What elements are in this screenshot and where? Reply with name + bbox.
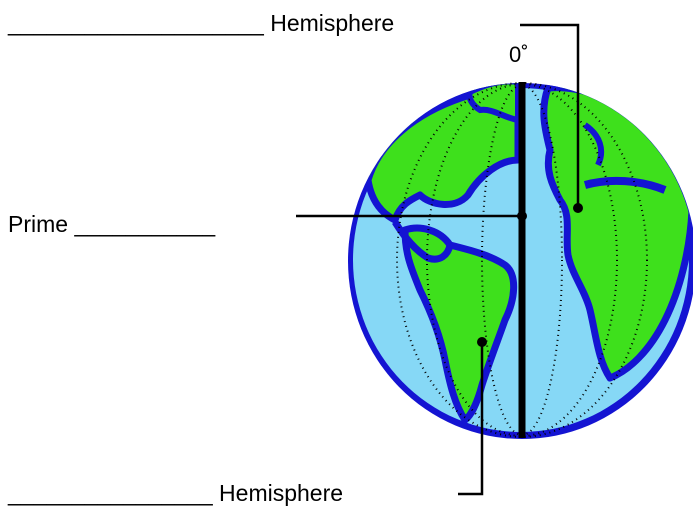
prime-meridian-label: Prime ___________ bbox=[8, 211, 216, 237]
leader-top-hemisphere bbox=[520, 23, 580, 207]
bottom-hemisphere-label: ________________ Hemisphere bbox=[8, 480, 344, 506]
leader-bottom-hemisphere bbox=[458, 343, 484, 496]
europe-inlet bbox=[583, 122, 605, 167]
north-america bbox=[364, 84, 522, 224]
mediterranean bbox=[583, 176, 667, 194]
dot-prime bbox=[517, 211, 527, 221]
dot-western bbox=[477, 337, 487, 347]
top-hemisphere-label: ____________________ Hemisphere bbox=[8, 10, 395, 36]
zero-degree-label: 0˚ bbox=[509, 42, 529, 67]
central-america bbox=[392, 220, 454, 263]
arctic-land bbox=[466, 83, 521, 124]
dot-eastern bbox=[573, 203, 583, 213]
